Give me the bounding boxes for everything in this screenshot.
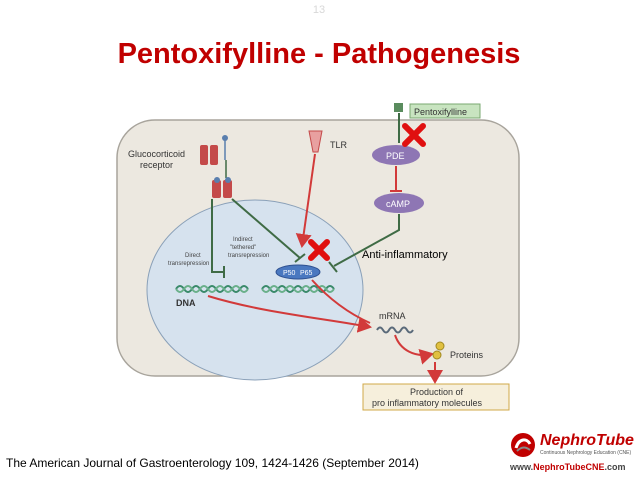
slide-title: Pentoxifylline - Pathogenesis (117, 38, 521, 70)
glucocorticoid-inhibition-lines (211, 198, 306, 278)
nephrotube-logo: NephroTube Continuous Nephrology Educati… (506, 428, 634, 476)
pentoxifylline-label: Pentoxifylline (414, 107, 467, 117)
proteins-icon (432, 341, 445, 360)
tlr-activation-arrow (295, 153, 316, 248)
pde-label: PDE (386, 151, 405, 161)
pro-inflammatory-label: pro inflammatory molecules (372, 398, 483, 408)
dna-helix-left (175, 285, 249, 293)
camp-label: cAMP (386, 199, 410, 209)
dna-label: DNA (176, 298, 196, 308)
production-of-label: Production of (410, 387, 464, 397)
citation: The American Journal of Gastroenterology… (6, 456, 419, 470)
transcription-arrow (207, 295, 372, 333)
pde-cross-mark-icon (402, 123, 426, 147)
pentoxifylline-drug-icon (394, 103, 403, 112)
camp-inhibition-line (333, 214, 400, 267)
nfkb-complex: P50 P65 (275, 264, 321, 280)
nfkb-cross-mark-icon (308, 239, 330, 261)
tethered-label: "tethered" (230, 245, 256, 251)
nephrotube-mark-icon (511, 433, 535, 457)
indirect-label: Indirect (233, 237, 253, 243)
logo-url: www.NephroTubeCNE.com (510, 462, 626, 472)
p65-label: P65 (300, 270, 313, 277)
pde-node (372, 145, 420, 165)
direct-label: Direct (185, 253, 201, 259)
receptor-label: receptor (140, 160, 173, 170)
proteins-label: Proteins (450, 350, 484, 360)
mrna-strand-icon (376, 326, 414, 334)
production-box (362, 383, 510, 411)
pentoxifylline-box (409, 103, 481, 119)
p50-label: P50 (283, 270, 296, 277)
nfkb-activation-arrow (311, 279, 371, 324)
logo-name: NephroTube (540, 432, 634, 449)
transrepression-direct-label: transrepression (168, 261, 209, 267)
camp-node (374, 193, 424, 213)
tlr-label: TLR (330, 140, 348, 150)
camp-inhibition-bar (328, 261, 338, 273)
anti-inflammatory-label: Anti-inflammatory (362, 249, 448, 261)
translation-arrow (394, 334, 434, 365)
dna-helix-right (261, 285, 335, 293)
logo-subtitle: Continuous Nephrology Education (CNE) (540, 450, 632, 456)
glucocorticoid-receptor-icon (200, 135, 232, 198)
slide-number: 13 (312, 4, 326, 16)
tlr-receptor-icon (308, 130, 323, 153)
mrna-label: mRNA (379, 311, 406, 321)
nucleus (146, 199, 364, 381)
glucocorticoid-label: Glucocorticoid (128, 149, 185, 159)
transrepression-indirect-label: transrepression (228, 253, 269, 259)
